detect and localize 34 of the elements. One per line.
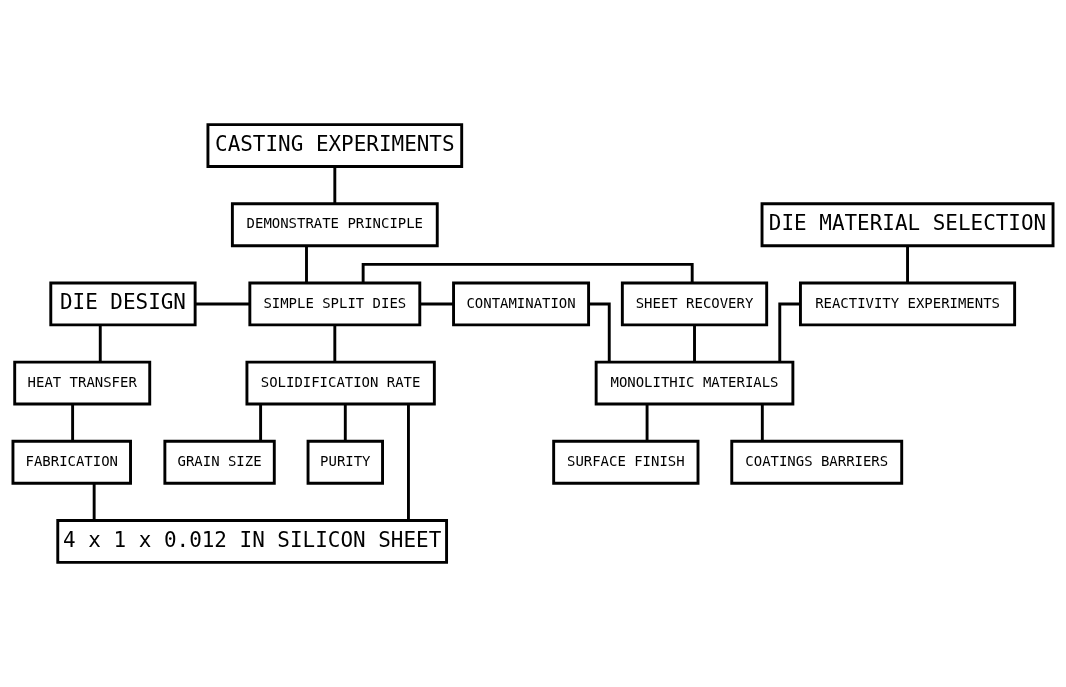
node-box: 4 x 1 x 0.012 IN SILICON SHEET <box>56 519 449 564</box>
node-box: DIE DESIGN <box>49 281 197 327</box>
node-box: PURITY <box>306 439 384 485</box>
node-box: DIE MATERIAL SELECTION <box>760 202 1055 248</box>
connector <box>645 404 649 441</box>
node-box: FABRICATION <box>11 439 132 485</box>
connector <box>305 245 308 283</box>
node-box: GRAIN SIZE <box>163 439 276 485</box>
node-box: REACTIVITY EXPERIMENTS <box>799 281 1017 327</box>
connector <box>195 302 250 306</box>
node-box: CONTAMINATION <box>452 281 591 327</box>
node-box: MONOLITHIC MATERIALS <box>594 360 795 406</box>
connector <box>98 325 102 362</box>
connector <box>588 302 611 362</box>
node-box: SIMPLE SPLIT DIES <box>248 281 422 327</box>
connector <box>778 302 801 362</box>
connector <box>92 483 96 521</box>
node-box: SOLIDIFICATION RATE <box>245 360 436 406</box>
node-box: SURFACE FINISH <box>552 439 700 485</box>
connector <box>420 302 454 306</box>
connector <box>259 404 263 441</box>
connector <box>906 245 909 283</box>
connector <box>333 325 337 362</box>
node-box: SHEET RECOVERY <box>620 281 769 327</box>
connector <box>333 166 337 204</box>
connector <box>343 404 347 441</box>
node-box: HEAT TRANSFER <box>13 360 152 406</box>
connector <box>71 404 75 441</box>
connector <box>760 404 764 441</box>
node-box: CASTING EXPERIMENTS <box>206 123 464 168</box>
connector <box>407 404 410 521</box>
node-box: DEMONSTRATE PRINCIPLE <box>230 202 439 248</box>
node-box: COATINGS BARRIERS <box>730 439 904 485</box>
connector <box>693 325 696 362</box>
